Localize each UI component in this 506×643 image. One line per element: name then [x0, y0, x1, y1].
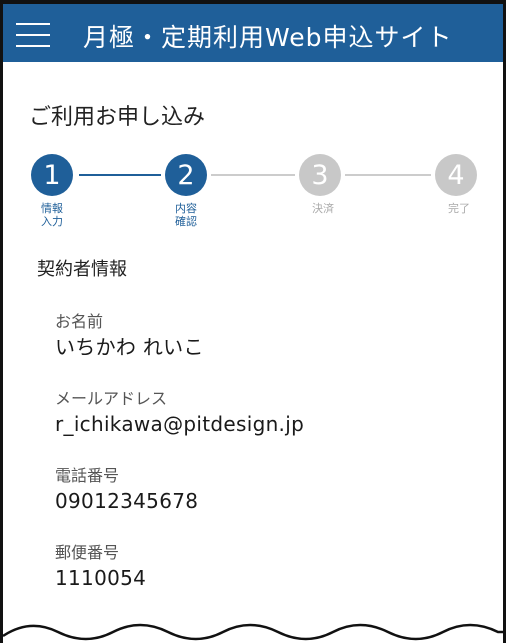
hamburger-line	[16, 34, 50, 36]
step-connector-2-3	[211, 174, 295, 176]
step-2-circle: 2	[165, 154, 207, 196]
hamburger-line	[16, 45, 50, 47]
step-3-label-line1: 決済	[312, 202, 334, 215]
step-2-label: 内容 確認	[161, 202, 211, 228]
field-phone: 電話番号 09012345678	[55, 466, 198, 514]
app-header: 月極・定期利用Web申込サイト	[3, 0, 503, 62]
step-3-circle: 3	[299, 154, 341, 196]
hamburger-menu-icon[interactable]	[16, 23, 50, 47]
step-1-circle: 1	[31, 154, 73, 196]
step-2-label-line2: 確認	[175, 215, 197, 228]
step-4-circle: 4	[435, 154, 477, 196]
step-1-label-line1: 情報	[41, 202, 63, 215]
field-email-label: メールアドレス	[55, 389, 168, 408]
step-connector-3-4	[345, 174, 431, 176]
step-1-label-line2: 入力	[41, 215, 63, 228]
step-4-label: 完了	[434, 202, 484, 215]
field-phone-value: 09012345678	[55, 489, 199, 513]
progress-stepper: 1 情報 入力 2 内容 確認 3 決済 4 完了	[3, 154, 503, 234]
section-title-contractor: 契約者情報	[37, 259, 127, 280]
step-3-label: 決済	[298, 202, 348, 215]
field-phone-label: 電話番号	[55, 466, 120, 485]
field-name-value: いちかわ れいこ	[55, 335, 204, 359]
field-name-label: お名前	[55, 312, 104, 331]
field-email-value: r_ichikawa@pitdesign.jp	[55, 412, 305, 436]
field-name: お名前 いちかわ れいこ	[55, 312, 204, 360]
step-1-label: 情報 入力	[27, 202, 77, 228]
page-title: ご利用お申し込み	[29, 105, 206, 130]
field-postal-value: 1110054	[55, 566, 147, 590]
site-title: 月極・定期利用Web申込サイト	[83, 23, 453, 52]
field-postal-label: 郵便番号	[55, 543, 120, 562]
step-4-label-line1: 完了	[448, 202, 470, 215]
torn-edge-wave	[3, 623, 503, 641]
field-postal: 郵便番号 1110054	[55, 543, 146, 591]
hamburger-line	[16, 23, 50, 25]
step-2-label-line1: 内容	[175, 202, 197, 215]
field-email: メールアドレス r_ichikawa@pitdesign.jp	[55, 389, 304, 437]
step-connector-1-2	[79, 174, 161, 176]
